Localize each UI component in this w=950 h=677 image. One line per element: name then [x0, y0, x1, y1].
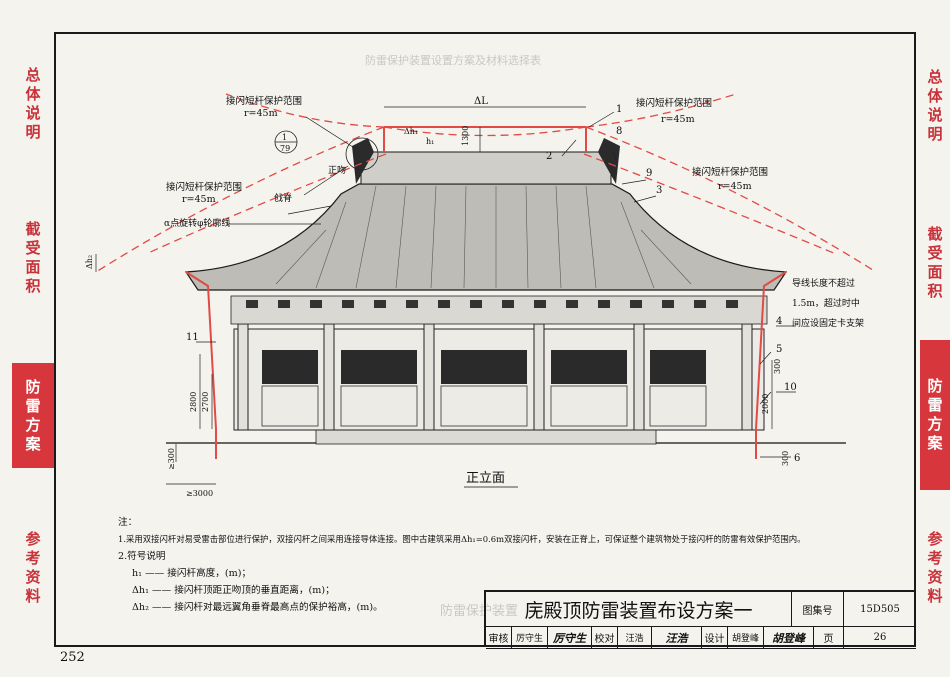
- atlas-label: 图集号: [792, 592, 844, 627]
- dim-300-b: 300: [781, 451, 790, 466]
- design-label: 设计: [702, 627, 728, 649]
- callout-11: 11: [186, 332, 199, 343]
- dim-2000: 2000: [761, 394, 770, 414]
- roof-tiles: [275, 185, 692, 289]
- drawing-title: 庑殿顶防雷装置布设方案一: [486, 592, 792, 627]
- dim-delta-h2: Δh₂: [85, 255, 94, 269]
- bleed-through-title: 防雷保护装置设置方案及材料选择表: [365, 54, 541, 67]
- range-label-4: 接闪短杆保护范围: [692, 166, 768, 178]
- callout-6: 6: [794, 453, 800, 464]
- right-tab-reference[interactable]: 参 考 资 料: [927, 529, 943, 605]
- label-contour: α点旋转φ轮廓线: [164, 217, 230, 229]
- symbol-dh1: Δh₁ —— 接闪杆顶距正吻顶的垂直距离，(m)；: [132, 585, 335, 596]
- right-tab-area[interactable]: 截 受 面 积: [927, 224, 943, 300]
- callout-4: 4: [776, 316, 782, 327]
- drawing-caption: 正立面: [466, 471, 505, 486]
- dim-2700: 2700: [201, 392, 210, 412]
- range-radius-3: r=45m: [182, 194, 216, 205]
- left-tab-lightning[interactable]: 防 雷 方 案: [12, 363, 54, 468]
- title-block: 庑殿顶防雷装置布设方案一 图集号 15D505 审核 厉守生 厉守生 校对 汪浩…: [484, 590, 916, 649]
- ridge-ornament-right: [598, 138, 620, 184]
- range-radius-4: r=45m: [718, 181, 752, 192]
- reviewer-signature: 厉守生: [548, 627, 592, 649]
- callout-8: 8: [616, 126, 622, 137]
- dim-ge300: ≥300: [167, 448, 176, 470]
- door-panels: [261, 385, 707, 427]
- callout-9: 9: [646, 168, 652, 179]
- review-label: 审核: [486, 627, 512, 649]
- leader-lines: [196, 111, 796, 458]
- wire-note-1: 导线长度不超过: [792, 277, 855, 289]
- main-ridge: [360, 151, 612, 185]
- left-tab-overview[interactable]: 总 体 说 明: [25, 65, 41, 141]
- label-zhengwen: 正吻: [328, 164, 346, 176]
- left-tab-reference[interactable]: 参 考 资 料: [25, 529, 41, 605]
- label-qiji: 戗脊: [274, 192, 292, 204]
- check-label: 校对: [592, 627, 618, 649]
- dim-1300: 1300: [461, 126, 470, 146]
- callout-10: 10: [784, 382, 797, 393]
- detail-den: 79: [280, 144, 290, 153]
- detail-num: 1: [282, 133, 287, 142]
- symbol-h1: h₁ —— 接闪杆高度，(m)；: [132, 568, 252, 579]
- left-tab-area[interactable]: 截 受 面 积: [25, 219, 41, 295]
- label-delta-l: ΔL: [474, 96, 488, 107]
- roof: [184, 183, 788, 291]
- atlas-number: 15D505: [844, 592, 916, 627]
- bleed-through-bottom: 防雷保护装置: [440, 604, 519, 619]
- dim-ge3000: ≥3000: [186, 489, 213, 498]
- note-line-2: 2.符号说明: [118, 551, 166, 562]
- range-label-2: 接闪短杆保护范围: [636, 97, 712, 109]
- right-tab-overview[interactable]: 总 体 说 明: [927, 68, 943, 143]
- range-label-3: 接闪短杆保护范围: [166, 181, 242, 193]
- book-page-number: 252: [60, 650, 85, 665]
- dim-h1: h₁: [426, 137, 434, 146]
- notes: 注： 1.采用双接闪杆对易受雷击部位进行保护，双接闪杆之间采用连接导体连接。图中…: [118, 514, 908, 616]
- symbol-dh2: Δh₂ —— 接闪杆对最远翼角垂脊最高点的保护裕高，(m)。: [132, 602, 383, 613]
- reviewer: 厉守生: [512, 627, 548, 649]
- ridge-ornament-left: [352, 138, 374, 184]
- designer-signature: 胡登峰: [764, 627, 814, 649]
- dim-delta-h1: Δh₁: [404, 127, 418, 136]
- down-conductors: [185, 271, 787, 459]
- platform: [315, 429, 657, 445]
- wire-note-3: 间应设固定卡支架: [792, 317, 864, 329]
- wire-note-2: 1.5m，超过时中: [792, 297, 860, 309]
- right-tab-lightning[interactable]: 防 雷 方 案: [920, 340, 950, 490]
- brackets: [246, 300, 738, 308]
- range-radius-2: r=45m: [661, 114, 695, 125]
- range-radius-1: r=45m: [244, 108, 278, 119]
- detail-circle: [345, 137, 379, 171]
- dimension-lines: [95, 106, 773, 485]
- checker-signature: 汪浩: [652, 627, 702, 649]
- front-elevation-drawing: 接闪短杆保护范围 r=45m 接闪短杆保护范围 r=45m 接闪短杆保护范围 r…: [85, 93, 877, 498]
- callout-2: 2: [546, 151, 552, 162]
- callout-5: 5: [776, 344, 782, 355]
- dim-2800: 2800: [189, 392, 198, 412]
- callout-3: 3: [656, 185, 662, 196]
- lattice-windows: [262, 350, 706, 384]
- callout-1: 1: [616, 104, 622, 115]
- dim-300: 300: [773, 359, 782, 374]
- lightning-rods: [383, 126, 587, 152]
- notes-title: 注：: [118, 517, 138, 528]
- sheet-page-number: 26: [844, 627, 916, 649]
- note-line-1: 1.采用双接闪杆对易受雷击部位进行保护，双接闪杆之间采用连接导体连接。图中古建筑…: [118, 534, 806, 544]
- range-label-1: 接闪短杆保护范围: [226, 95, 302, 107]
- designer: 胡登峰: [728, 627, 764, 649]
- checker: 汪浩: [618, 627, 652, 649]
- page-label: 页: [814, 627, 844, 649]
